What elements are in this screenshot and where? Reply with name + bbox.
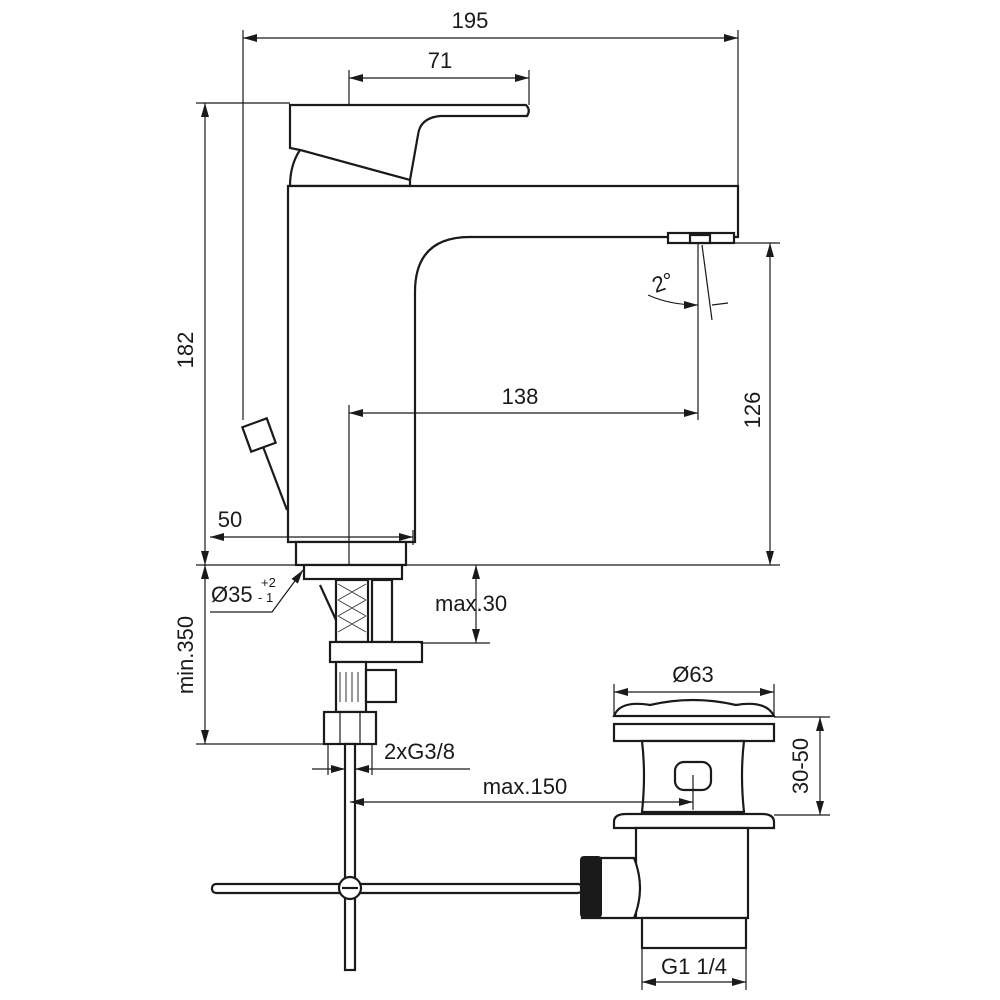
dim-spout-angle: 2° [649,267,677,298]
spout-body [286,184,740,544]
body-base [294,540,408,567]
popup-waste [580,698,776,950]
dimension-lines [196,30,830,990]
dim-overall-height: 182 [173,332,198,369]
fixing-plate [328,640,424,664]
hex-nut [364,668,398,704]
faucet-body [286,103,740,581]
dim-waste-thread: G1 1/4 [661,954,727,979]
hoses [318,578,424,746]
dim-spout-height: 126 [740,392,765,429]
dim-overall-width: 195 [452,8,489,33]
dim-lever-length: 71 [428,48,452,73]
lever-handle [288,103,530,182]
dim-body-width: 50 [218,507,242,532]
dim-hole-diameter: Ø35 [211,582,253,607]
waste-plug [612,698,776,718]
dim-hole-tol-minus: - 1 [258,590,273,605]
pull-rod [210,742,584,972]
dim-connections: 2xG3/8 [384,739,455,764]
mounting-flange [302,563,404,581]
dim-waste-range: 30-50 [788,738,813,794]
dim-hole-tol-plus: +2 [261,575,276,590]
dim-deck-thickness: max.30 [435,591,507,616]
popup-rod [240,416,289,511]
hex-nut-g38 [322,710,378,746]
dim-hose-length: min.350 [173,616,198,694]
dim-rod-distance: max.150 [483,774,567,799]
dim-spout-projection: 138 [502,384,539,409]
dim-waste-diameter: Ø63 [672,662,714,687]
braided-hose [334,578,370,644]
